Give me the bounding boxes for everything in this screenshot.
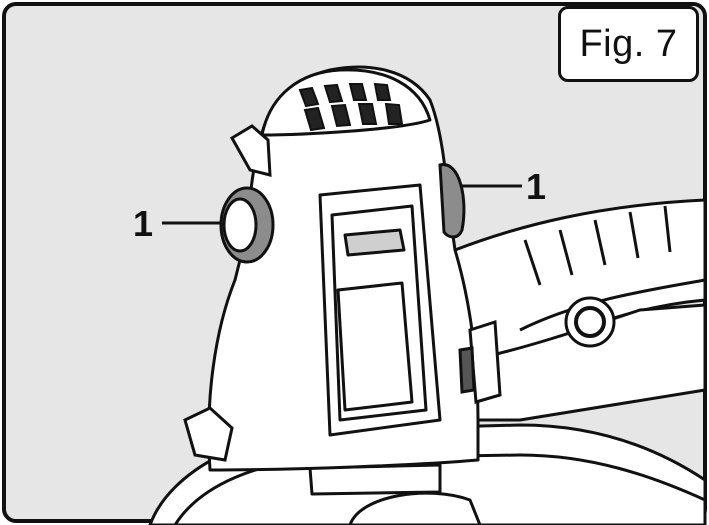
top-tab: [229, 124, 272, 177]
figure-label-box: Fig. 7: [558, 6, 699, 82]
callout-number-right: 1: [526, 166, 547, 207]
figure-label: Fig. 7: [579, 22, 678, 65]
vent-slots: [298, 82, 404, 132]
front-panel: [318, 183, 442, 437]
right-knob: [438, 163, 466, 239]
handle-button: [564, 296, 616, 348]
side-clip: [458, 319, 502, 404]
left-knob: [219, 186, 275, 264]
callout-number-left: 1: [133, 203, 154, 244]
lower-tab: [183, 406, 234, 462]
